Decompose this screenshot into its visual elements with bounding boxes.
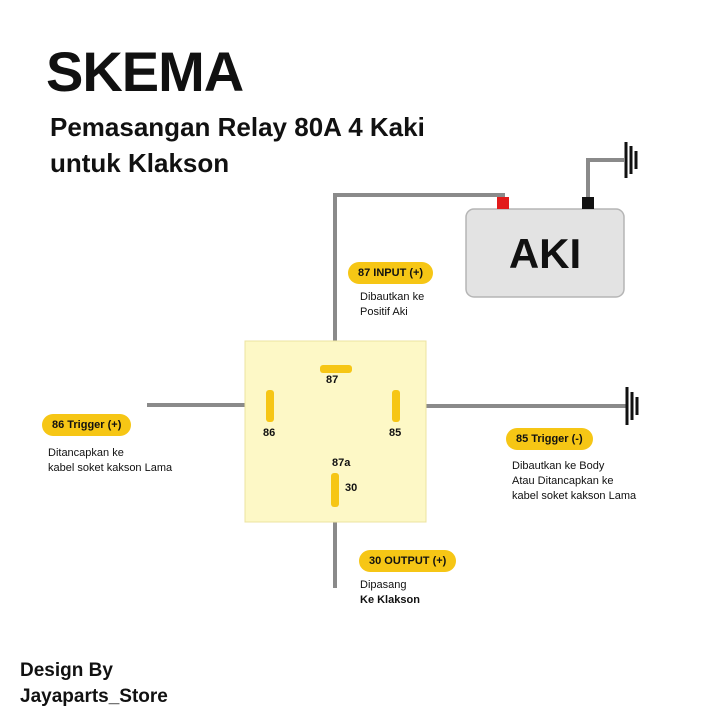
- pin-87-badge: 87 INPUT (+): [348, 262, 434, 284]
- battery-positive-terminal: [497, 197, 509, 209]
- pin-85-note: Dibautkan ke Body Atau Ditancapkan ke ka…: [512, 459, 636, 504]
- pin-86-note-line-1: Ditancapkan ke: [48, 447, 124, 459]
- pin-85-note-line-1: Dibautkan ke Body: [512, 460, 605, 472]
- pin-number-85: 85: [389, 427, 402, 439]
- pin-30-note: Dipasang Ke Klakson: [360, 578, 420, 608]
- pin-86-badge: 86 Trigger (+): [42, 414, 132, 436]
- pin-86-note-line-2: kabel soket kakson Lama: [48, 462, 173, 474]
- pin-86-note: Ditancapkan ke kabel soket kakson Lama: [48, 446, 172, 476]
- relay-pin-30: [331, 473, 339, 507]
- pin-number-87a: 87a: [332, 457, 351, 469]
- pin-85-badge: 85 Trigger (-): [506, 428, 593, 450]
- pin-number-86: 86: [263, 427, 276, 439]
- subtitle-line-1: Pemasangan Relay 80A 4 Kaki: [50, 112, 425, 142]
- pin-30-badge: 30 OUTPUT (+): [359, 550, 457, 572]
- battery-body: [465, 208, 625, 298]
- pin-85-note-line-3: kabel soket kakson Lama: [512, 490, 637, 502]
- pin-87-note-line-1: Dibautkan ke: [360, 291, 425, 303]
- credit-line-2: Jayaparts_Store: [20, 686, 168, 707]
- pin-number-87: 87: [326, 374, 339, 386]
- credit-line-1: Design By: [20, 660, 113, 681]
- relay-pin-86: [266, 390, 274, 422]
- ground-symbol-battery: [624, 142, 638, 178]
- ground-symbol-85: [625, 387, 639, 425]
- relay-pin-85: [392, 390, 400, 422]
- wire-battery-negative-to-ground: [586, 158, 624, 200]
- battery-negative-terminal: [582, 197, 594, 209]
- pin-30-note-line-2: Ke Klakson: [360, 594, 420, 606]
- pin-87-note: Dibautkan ke Positif Aki: [360, 290, 424, 320]
- subtitle-line-2: untuk Klakson: [50, 148, 230, 178]
- relay-pin-87: [320, 365, 352, 373]
- pin-30-note-line-1: Dipasang: [360, 579, 407, 591]
- battery-label: AKI: [508, 230, 582, 277]
- pin-85-note-line-2: Atau Ditancapkan ke: [512, 475, 614, 487]
- page-title: SKEMA: [46, 40, 244, 103]
- pin-87-note-line-2: Positif Aki: [360, 306, 408, 318]
- pin-number-30: 30: [345, 482, 358, 494]
